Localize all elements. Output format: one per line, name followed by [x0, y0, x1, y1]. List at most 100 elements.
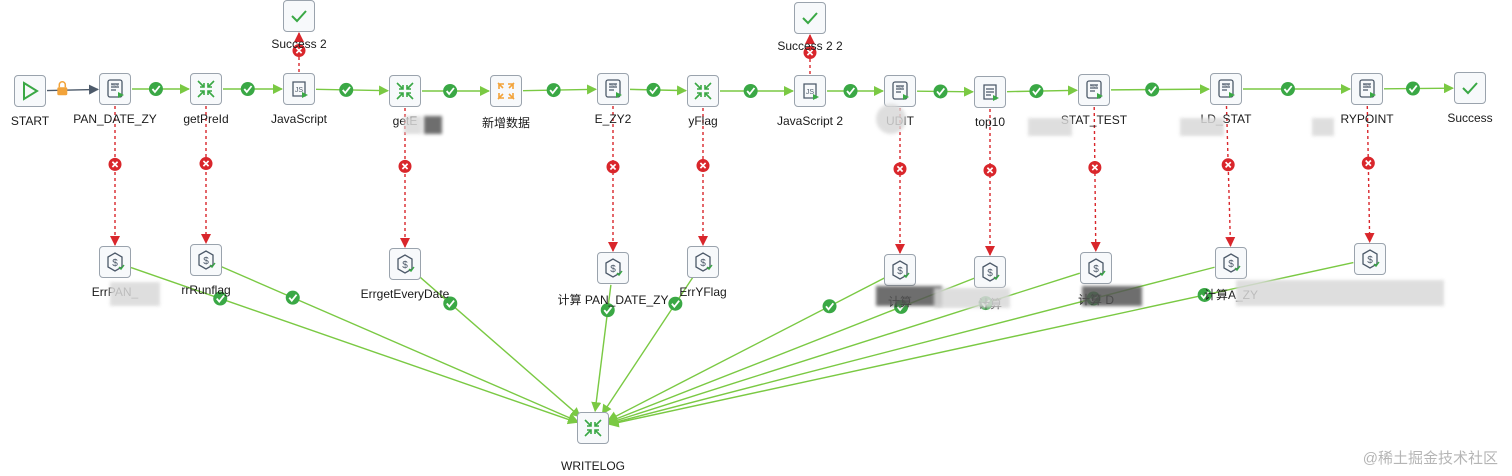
- job-entry-success2[interactable]: [283, 0, 315, 32]
- svg-text:JS: JS: [806, 89, 815, 96]
- job-entry-jisuan-1[interactable]: $: [884, 254, 916, 286]
- job-entry-udit[interactable]: SQL: [884, 75, 916, 107]
- job-entry-jisuan-pan[interactable]: $: [597, 252, 629, 284]
- blur-patch: [876, 286, 942, 306]
- success-hop-badge: [1405, 81, 1420, 96]
- hop-failure[interactable]: [1225, 105, 1236, 248]
- job-entry-errpan[interactable]: $: [99, 246, 131, 278]
- failure-hop-badge: [1221, 158, 1235, 172]
- blur-patch: [876, 104, 906, 134]
- success-hop-badge: [1029, 84, 1044, 99]
- job-entry-getpreid[interactable]: [190, 73, 222, 105]
- job-entry-pan-date-zy[interactable]: SQL: [99, 73, 131, 105]
- job-entry-jisuan-d[interactable]: $: [1080, 252, 1112, 284]
- job-entry-javascript[interactable]: JS: [283, 73, 315, 105]
- failure-hop-badge: [983, 163, 997, 177]
- job-entry-ld-stat[interactable]: SQL: [1210, 73, 1242, 105]
- hop-success[interactable]: [607, 277, 886, 421]
- job-entry-success[interactable]: [1454, 72, 1486, 104]
- hop-success[interactable]: [1110, 84, 1211, 95]
- job-entry-top10[interactable]: [974, 76, 1006, 108]
- lock-icon: [57, 81, 68, 96]
- job-entry-get-every[interactable]: [389, 75, 421, 107]
- success-hop-badge: [743, 84, 758, 98]
- entry-label: STAT_TEST: [1060, 113, 1128, 127]
- job-entry-rypoint[interactable]: SQL: [1351, 73, 1383, 105]
- svg-text:SQL: SQL: [609, 82, 618, 87]
- job-entry-start[interactable]: [14, 75, 46, 107]
- failure-hop-badge: [292, 44, 306, 58]
- job-entry-xinzeng[interactable]: [490, 75, 522, 107]
- job-entry-errrunflag[interactable]: $: [190, 244, 222, 276]
- job-entry-writelog[interactable]: [577, 412, 609, 444]
- entry-label: yFlag: [688, 114, 718, 128]
- entry-label: top10: [974, 115, 1006, 129]
- success-hop-badge: [668, 296, 683, 311]
- blur-patch: [1082, 286, 1142, 306]
- svg-text:SQL: SQL: [111, 82, 120, 87]
- blur-patch: [424, 116, 442, 134]
- failure-hop-badge: [398, 159, 412, 173]
- job-entry-jisuan-azy[interactable]: $: [1215, 247, 1247, 279]
- svg-text:$: $: [112, 258, 118, 269]
- entry-label: WRITELOG: [560, 459, 626, 473]
- entry-label: 新增数据: [481, 116, 531, 130]
- entry-label: JavaScript 2: [776, 114, 844, 128]
- success-hop-badge: [1280, 82, 1295, 96]
- entry-label: JavaScript: [270, 112, 328, 126]
- entry-label: getPreId: [183, 112, 229, 126]
- job-entry-yflag[interactable]: [687, 75, 719, 107]
- blur-patch: [404, 116, 422, 134]
- failure-hop-badge: [803, 46, 817, 60]
- success-hop-badge: [443, 296, 458, 311]
- entry-label: ErrYFlag: [679, 285, 727, 299]
- job-entry-stat-test[interactable]: SQL: [1078, 74, 1110, 106]
- success-hop-badge: [1145, 82, 1160, 97]
- svg-text:SQL: SQL: [896, 84, 905, 89]
- svg-text:$: $: [700, 258, 706, 269]
- job-entry-javascript2[interactable]: JS: [794, 75, 826, 107]
- success-hop-badge: [646, 82, 661, 97]
- job-entry-e-zy2[interactable]: SQL: [597, 73, 629, 105]
- blur-patch: [110, 282, 160, 306]
- svg-text:$: $: [987, 268, 993, 279]
- hop-success[interactable]: [417, 274, 581, 418]
- entry-label: E_ZY2: [594, 112, 632, 126]
- failure-hop-badge: [199, 157, 213, 171]
- entry-label: RYPOINT: [1340, 112, 1394, 126]
- svg-text:SQL: SQL: [1363, 82, 1372, 87]
- svg-text:$: $: [1228, 259, 1234, 270]
- job-entry-success22[interactable]: [794, 2, 826, 34]
- hop-success[interactable]: [130, 266, 578, 425]
- hop-success[interactable]: [221, 266, 579, 423]
- svg-text:$: $: [897, 266, 903, 277]
- job-entry-err-last[interactable]: $: [1354, 243, 1386, 275]
- success-hop-badge: [546, 83, 561, 98]
- blur-patch: [1236, 280, 1444, 306]
- success-hop-badge: [339, 82, 354, 97]
- job-entry-jisuan-2[interactable]: $: [974, 256, 1006, 288]
- job-entry-erryflag[interactable]: $: [687, 246, 719, 278]
- failure-hop-badge: [893, 162, 907, 176]
- success-hop-badge: [443, 84, 458, 98]
- success-hop-badge: [148, 82, 163, 96]
- entry-label: Success 2: [271, 37, 327, 51]
- hop-unconditional[interactable]: [46, 84, 100, 95]
- svg-text:$: $: [610, 264, 616, 275]
- svg-text:SQL: SQL: [1222, 82, 1231, 87]
- hop-failure[interactable]: [1364, 105, 1375, 244]
- entry-label: ErrgetEveryDate: [360, 287, 450, 301]
- success-hop-badge: [285, 290, 300, 305]
- hop-success[interactable]: [608, 261, 1354, 428]
- svg-text:$: $: [402, 260, 408, 271]
- success-hop-badge: [240, 82, 255, 96]
- job-entry-errgeteverydate[interactable]: $: [389, 248, 421, 280]
- failure-hop-badge: [606, 160, 620, 174]
- entry-label: 计算 PAN_DATE_ZY: [557, 293, 669, 307]
- blur-patch: [934, 288, 1010, 308]
- success-hop-badge: [600, 303, 615, 318]
- failure-hop-badge: [1088, 160, 1102, 174]
- hop-failure[interactable]: [1090, 106, 1101, 253]
